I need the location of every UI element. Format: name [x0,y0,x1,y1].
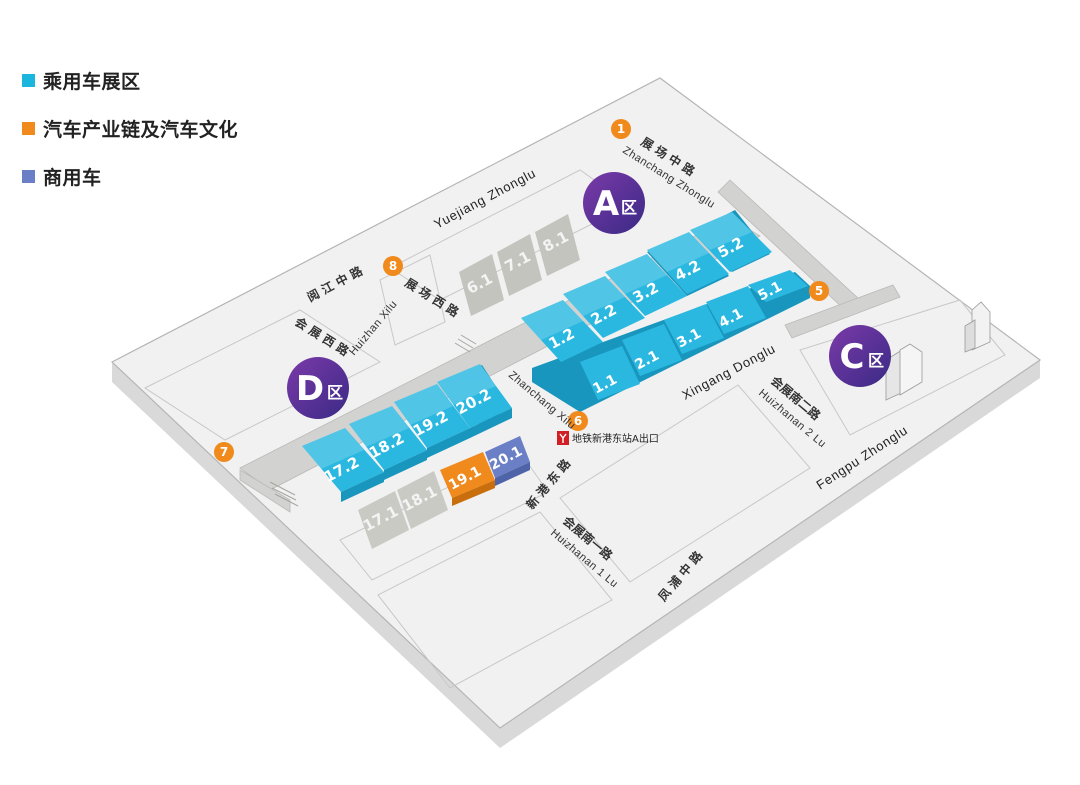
legend-swatch-passenger [22,73,35,87]
gate-6-label: 6 [574,414,582,428]
grey-halls [358,214,580,549]
hall-19-2 [394,384,470,448]
gate-6[interactable]: 6 [568,411,588,431]
legend-label-passenger: 乘用车展区 [43,70,141,93]
hall-2-2 [563,276,645,338]
metro-exit-label: 地铁新港东站A出口 [572,432,659,445]
zone-c-marker: C 区 [829,325,891,387]
zone-d-letter: D [296,369,324,409]
gate-5-label: 5 [815,284,823,298]
zone-a-suffix: 区 [621,198,637,217]
hall-1-1 [580,346,640,400]
legend-item-passenger: 乘用车展区 [22,66,238,94]
zone-d-marker: D 区 [287,357,349,419]
legend-item-commercial: 商用车 [22,162,238,190]
gate-1-label: 1 [617,122,625,136]
gate-8-label: 8 [389,259,397,273]
gate-8[interactable]: 8 [383,256,403,276]
zone-a-marker: A 区 [583,172,645,234]
hall-2-1 [622,324,682,376]
zone-a-circle [583,172,645,234]
zone-c-letter: C [840,337,865,377]
legend-swatch-commercial [22,169,35,183]
hall-17-1 [358,491,409,549]
hall-6-1 [459,254,504,316]
hall-5-2 [690,212,772,272]
hall-7-1 [497,234,542,296]
gate-8-icon [383,256,403,276]
hall-20-1 [485,436,530,478]
hall-3-2 [605,254,687,316]
passenger-halls-row1 [580,270,808,400]
roof-highlights [521,212,752,340]
venue-base-side [112,360,1040,748]
gate-5-icon [809,281,829,301]
map-legend: 乘用车展区 汽车产业链及汽车文化 商用车 [22,66,238,210]
d-roof-highlights [302,364,496,469]
hall-1-2 [521,300,603,362]
zone-d-circle [287,357,349,419]
zone-c-circle [829,325,891,387]
c-area-buildings [885,301,991,401]
stairs [269,334,477,507]
hall-3-1 [664,304,724,354]
gate-7-icon [214,442,234,462]
legend-label-commercial: 商用车 [43,166,102,189]
gate-7-label: 7 [220,445,228,459]
legend-label-industry: 汽车产业链及汽车文化 [43,118,239,141]
gate-7[interactable]: 7 [214,442,234,462]
hall-20-2 [437,364,512,428]
hall-18-2 [349,406,427,470]
legend-swatch-industry [22,121,35,135]
hall-4-2 [647,232,729,294]
zone-a-letter: A [593,184,620,224]
passenger-halls-row2 [521,210,772,362]
legend-item-industry: 汽车产业链及汽车文化 [22,114,238,142]
metro-exit[interactable]: 地铁新港东站A出口 [557,431,659,445]
d-halls-row2 [302,364,512,502]
hall-8-1 [535,214,580,276]
zone-c-suffix: 区 [868,351,884,370]
gate-6-icon [568,411,588,431]
hall-5-1 [748,270,808,302]
hall-18-1 [397,471,448,529]
zone-d-suffix: 区 [327,383,343,402]
hall-19-1 [440,452,495,498]
gate-1-icon [611,119,631,139]
gate-5[interactable]: 5 [809,281,829,301]
gate-1[interactable]: 1 [611,119,631,139]
hall-17-2 [302,428,384,492]
hall-4-1 [706,286,766,334]
